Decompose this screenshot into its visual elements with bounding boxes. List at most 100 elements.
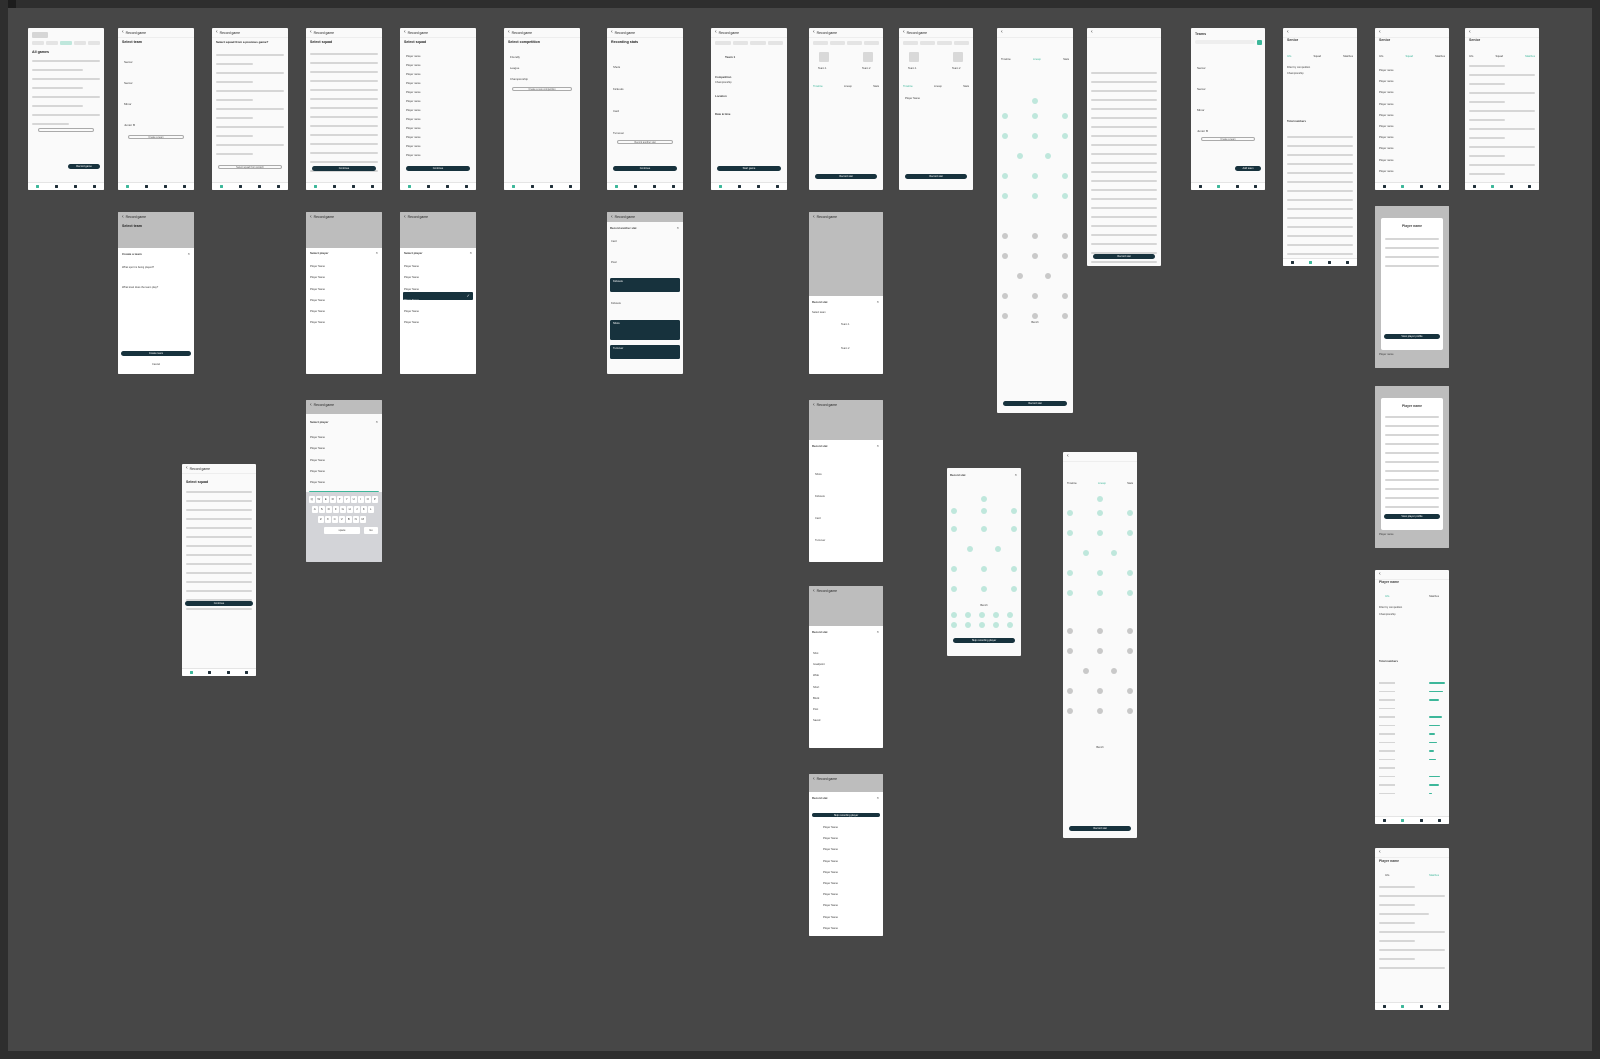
close-icon[interactable]: × bbox=[375, 250, 378, 255]
team-item[interactable]: Senior bbox=[124, 81, 133, 85]
back-chevron-icon[interactable]: ‹ bbox=[122, 29, 124, 35]
squad-player[interactable]: Player name bbox=[1379, 158, 1394, 162]
tab-matches[interactable]: Matches bbox=[1525, 55, 1535, 58]
back-chevron-icon[interactable]: ‹ bbox=[1379, 571, 1381, 577]
key[interactable]: J bbox=[354, 506, 360, 513]
stat-option[interactable]: Wide bbox=[813, 674, 819, 678]
selected-stat-card[interactable] bbox=[610, 320, 680, 340]
screen-header[interactable]: ‹ bbox=[1063, 452, 1137, 462]
view-tabs[interactable]: Info Matches bbox=[1385, 595, 1439, 598]
key[interactable]: M bbox=[360, 516, 366, 523]
player-option[interactable]: Player Name bbox=[823, 915, 838, 919]
team-list[interactable]: Senior Senior Minor Junior B bbox=[124, 52, 135, 136]
scratch-squad-button[interactable]: Select squad from scratch bbox=[218, 165, 282, 169]
back-chevron-icon[interactable]: ‹ bbox=[1287, 29, 1289, 35]
back-chevron-icon[interactable]: ‹ bbox=[186, 465, 188, 471]
view-profile-button[interactable]: View player profile bbox=[1384, 334, 1440, 339]
view-tabs[interactable]: Info Squad Matches bbox=[1379, 55, 1445, 58]
key[interactable]: N bbox=[353, 516, 359, 523]
tab-lineup[interactable]: Lineup bbox=[934, 85, 942, 88]
timeline-player[interactable]: Player Name bbox=[905, 97, 920, 100]
stat-type[interactable]: Shots bbox=[815, 473, 822, 476]
continue-button[interactable]: Continue bbox=[613, 166, 677, 171]
back-chevron-icon[interactable]: ‹ bbox=[1379, 29, 1381, 35]
screen-header[interactable]: ‹Record game bbox=[122, 213, 147, 220]
filter-tabs[interactable] bbox=[903, 41, 969, 45]
stat-item[interactable]: Kickouts bbox=[613, 87, 624, 91]
stat-option-list[interactable]: Shot Goal/point Wide Short Block Post Sa… bbox=[813, 648, 825, 726]
player-option[interactable]: Player Name bbox=[823, 893, 838, 897]
tab-timeline[interactable]: Timeline bbox=[1001, 58, 1011, 61]
bottom-tab-bar[interactable] bbox=[212, 182, 288, 190]
screen-header[interactable]: ‹Record game bbox=[711, 28, 787, 38]
close-icon[interactable]: × bbox=[876, 629, 879, 634]
filter-tabs[interactable] bbox=[813, 41, 879, 45]
filter-value[interactable]: Championship bbox=[1379, 613, 1396, 616]
bottom-tab-bar[interactable] bbox=[400, 182, 476, 190]
key[interactable]: T bbox=[337, 496, 343, 503]
player-option[interactable]: Player Name bbox=[823, 904, 838, 908]
squad-player[interactable]: Player name bbox=[406, 100, 421, 103]
view-tabs[interactable]: Timeline Lineup Stats bbox=[813, 85, 879, 88]
close-icon[interactable]: × bbox=[187, 251, 190, 256]
tab-info[interactable]: Info bbox=[1385, 874, 1390, 877]
add-team-button[interactable]: Add team bbox=[1235, 166, 1261, 171]
tab-stats[interactable]: Stats bbox=[1127, 482, 1133, 485]
close-icon[interactable]: × bbox=[676, 225, 679, 230]
player-option[interactable]: Player Name bbox=[310, 310, 325, 314]
squad-list[interactable]: Player name Player name Player name Play… bbox=[1379, 65, 1394, 177]
player-option[interactable]: Player Name bbox=[310, 265, 325, 268]
squad-player[interactable]: Player name bbox=[406, 55, 421, 58]
key[interactable]: C bbox=[332, 516, 338, 523]
screen-header[interactable]: ‹Record game bbox=[212, 28, 288, 38]
player-option[interactable]: Player Name bbox=[823, 870, 838, 874]
key[interactable]: R bbox=[330, 496, 336, 503]
player-option[interactable]: Player Name bbox=[404, 265, 419, 268]
screen-header[interactable]: ‹ bbox=[997, 28, 1073, 38]
player-option[interactable]: Player Name bbox=[404, 310, 419, 314]
squad-player[interactable]: Player name bbox=[406, 64, 421, 67]
key[interactable]: S bbox=[319, 506, 325, 513]
continue-button[interactable]: Continue bbox=[185, 601, 253, 606]
screen-header[interactable]: ‹ bbox=[1465, 28, 1539, 38]
squad-player[interactable]: Player name bbox=[1379, 136, 1394, 140]
player-option[interactable]: Player Name bbox=[310, 321, 325, 325]
screen-header[interactable]: ‹Record game bbox=[182, 464, 256, 474]
squad-player[interactable]: Player name bbox=[1379, 125, 1394, 129]
tab-lineup[interactable]: Lineup bbox=[844, 85, 852, 88]
back-chevron-icon[interactable]: ‹ bbox=[1001, 29, 1003, 35]
bottom-tab-bar[interactable] bbox=[1375, 1002, 1449, 1010]
record-stat-button[interactable]: Record stat bbox=[1069, 826, 1131, 831]
key[interactable]: X bbox=[325, 516, 331, 523]
tab-stats[interactable]: Stats bbox=[963, 85, 969, 88]
screen-header[interactable]: ‹Record game bbox=[504, 28, 580, 38]
competition-list[interactable]: Friendly League Championship bbox=[510, 52, 528, 85]
back-chevron-icon[interactable]: ‹ bbox=[404, 213, 406, 220]
player-option[interactable]: Player Name bbox=[823, 837, 838, 841]
continue-button[interactable]: Continue bbox=[312, 166, 376, 171]
key[interactable]: O bbox=[365, 496, 371, 503]
close-icon[interactable]: × bbox=[375, 419, 378, 424]
stat-option[interactable]: Kickouts bbox=[613, 280, 623, 283]
filter-tabs[interactable] bbox=[715, 41, 783, 45]
new-competition-button[interactable]: Create a new competition bbox=[512, 87, 572, 91]
tab-matches[interactable]: Matches bbox=[1429, 874, 1439, 877]
add-team-icon[interactable] bbox=[1257, 40, 1262, 45]
record-stat-button[interactable]: Record stat bbox=[1003, 401, 1067, 406]
bottom-tab-bar[interactable] bbox=[711, 182, 787, 190]
player-list[interactable]: Player Name Player Name Player Name Play… bbox=[404, 261, 419, 329]
bottom-tab-bar[interactable] bbox=[182, 668, 256, 676]
back-chevron-icon[interactable]: ‹ bbox=[310, 213, 312, 220]
stat-option[interactable]: Turnover bbox=[613, 347, 624, 350]
skip-recording-button[interactable]: Skip recording player bbox=[812, 813, 880, 817]
tab-squad[interactable]: Squad bbox=[1495, 55, 1504, 58]
screen-header[interactable]: ‹Record game bbox=[310, 401, 335, 408]
player-list[interactable]: Player Name Player Name Player Name Play… bbox=[823, 822, 838, 934]
view-tabs[interactable]: Timeline Lineup Stats bbox=[1001, 58, 1069, 61]
player-option[interactable]: Player Name bbox=[310, 458, 325, 462]
squad-list[interactable]: Player name Player name Player name Play… bbox=[406, 52, 421, 160]
bottom-tab-bar[interactable] bbox=[504, 182, 580, 190]
back-chevron-icon[interactable]: ‹ bbox=[1469, 29, 1471, 35]
view-tabs[interactable]: Info Squad Matches bbox=[1469, 55, 1535, 58]
player-option[interactable]: Player Name bbox=[310, 436, 325, 439]
